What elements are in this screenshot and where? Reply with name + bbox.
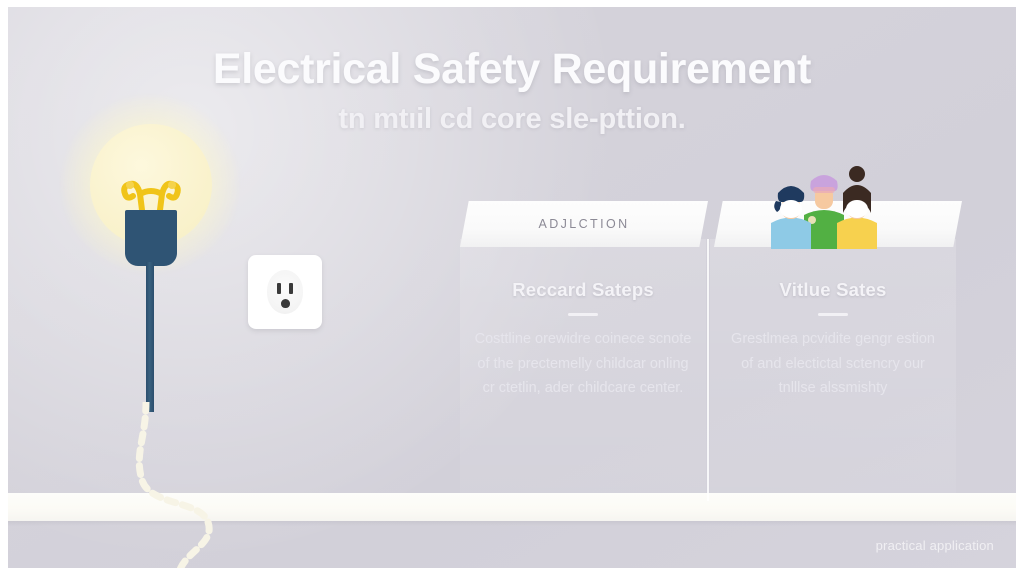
card-title: Vitlue Sates (779, 279, 887, 300)
power-outlet (248, 255, 322, 329)
card-body: Costtline orewidre coinece scnote of the… (474, 331, 692, 396)
person-right (837, 166, 877, 249)
person-center (804, 175, 844, 249)
footer-label: practical application (875, 538, 994, 553)
page-title: Electrical Safety Requirement (212, 45, 812, 93)
outlet-slot-right (289, 283, 293, 294)
bulb-filament-icon (121, 180, 181, 237)
card-title-rule (568, 313, 598, 316)
card-title-rule (818, 313, 848, 316)
power-cord (135, 402, 213, 568)
light-bulb-illustration (62, 96, 248, 568)
card-vitlue-sates[interactable]: Vitlue Sates Grestlmea pcvidite gengr es… (710, 239, 956, 501)
card-banner-left[interactable]: ADJLCTION (460, 201, 708, 247)
card-body: Grestlmea pcvidite gengr estion of and e… (731, 331, 935, 396)
slide-canvas: Electrical Safety Requirement tn mtıil c… (8, 7, 1016, 568)
bulb-base (125, 214, 177, 266)
family-group-icon (771, 166, 877, 249)
card-divider (707, 239, 709, 501)
card-recard-sateps[interactable]: Reccard Sateps Costtline orewidre coinec… (460, 239, 706, 501)
page-subtitle: tn mtıil cd core sle-pttion. (338, 103, 686, 135)
card-panel (460, 239, 706, 501)
card-title: Reccard Sateps (512, 279, 654, 300)
outlet-face (267, 270, 303, 314)
bulb-stem (146, 262, 154, 412)
banner-label: ADJLCTION (538, 217, 630, 231)
floor-band (8, 493, 1016, 521)
floor-shadow (8, 521, 1016, 526)
card-panel (710, 239, 956, 501)
outlet-ground-pin (281, 299, 290, 308)
person-left (771, 186, 811, 249)
outlet-slot-left (277, 283, 281, 294)
